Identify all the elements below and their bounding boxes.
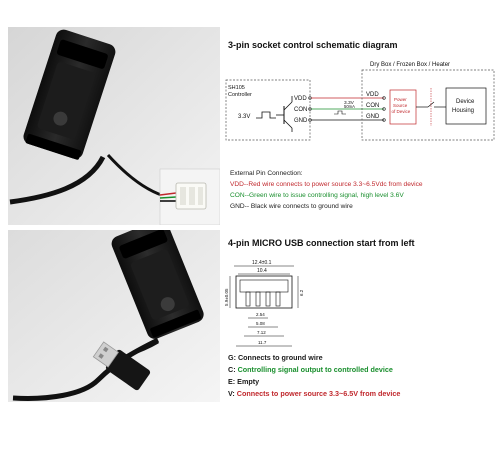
pin-legend-c-text: Controlling signal output to controlled … — [235, 365, 393, 374]
pin-legend-e-key: E: — [228, 377, 236, 386]
pin-legend-c: C: Controlling signal output to controll… — [228, 365, 393, 374]
device-housing-box — [445, 87, 487, 125]
product-photo-usb — [8, 230, 220, 402]
external-line-gnd-text: -- Black wire connects to ground wire — [244, 203, 353, 210]
external-line-con-key: CON — [230, 192, 245, 199]
external-heading: External Pin Connection: — [230, 170, 303, 177]
dim-top1: 12.4±0.1 — [252, 260, 272, 266]
controller-label-line2: Controller — [228, 92, 252, 98]
device-box-title: Dry Box / Frozen Box / Heater — [370, 62, 450, 68]
external-line-gnd: GND-- Black wire connects to ground wire — [230, 203, 353, 210]
dim-b2: 5.08 — [256, 321, 265, 326]
signal-label-line2: 50mA — [344, 104, 355, 109]
product-photo-usb-drawing — [8, 230, 220, 402]
schematic-diagram: SH105 Controller 3.3V VDD CON GND 3.3V 5… — [225, 62, 495, 141]
pin-legend-e-text: Empty — [235, 377, 260, 386]
controller-label-line1: SH105 — [228, 85, 245, 91]
usb-dimension-drawing: 12.4±0.1 10.4 5.9±0.05 6.2 2.54 5.08 7.1… — [224, 260, 304, 347]
pin-legend-v-text: Connects to power source 3.3~6.5V from d… — [234, 389, 401, 398]
usb-body-outline — [235, 275, 293, 309]
usb-title: 4-pin MICRO USB connection start from le… — [228, 238, 415, 248]
voltage-left-label: 3.3V — [238, 114, 250, 120]
bottom-panel: 4-pin MICRO USB connection start from le… — [0, 230, 500, 405]
device-pin-gnd: GND — [366, 114, 380, 120]
power-source-line2: Source — [393, 103, 408, 108]
top-panel: 3-pin socket control schematic diagram S… — [0, 0, 500, 227]
external-line-gnd-key: GND — [230, 203, 245, 210]
external-line-vdd-text: --Red wire connects to power source 3.3~… — [243, 181, 423, 188]
pin-legend-v: V: Connects to power source 3.3~6.5V fro… — [228, 389, 400, 398]
dim-b1: 2.54 — [256, 312, 265, 317]
signal-label-line1: 3.3V — [344, 100, 355, 106]
device-housing-line1: Device — [456, 99, 475, 105]
product-photo-3pin — [8, 27, 220, 225]
dim-top2: 10.4 — [257, 268, 267, 274]
pin-legend-e: E: Empty — [228, 377, 259, 386]
pin-legend-g-key: G: — [228, 353, 236, 362]
controller-pin-vdd: VDD — [294, 96, 307, 102]
pin-legend-c-key: C: — [228, 365, 236, 374]
device-pin-con: CON — [366, 103, 379, 109]
power-source-line1: Power — [394, 97, 407, 102]
product-photo-3pin-drawing — [8, 27, 220, 225]
power-source-line3: of Device — [392, 109, 411, 114]
external-line-con: CON--Green wire to issue controlling sig… — [230, 192, 404, 199]
pin-legend-g-text: Connects to ground wire — [235, 353, 323, 362]
device-box — [361, 69, 495, 141]
dim-right: 6.2 — [299, 289, 304, 296]
controller-pin-con: CON — [294, 107, 307, 113]
dim-b4: 11.7 — [258, 340, 267, 345]
signal-pulse — [334, 110, 346, 115]
transistor-symbol — [276, 96, 293, 132]
pin-legend-v-key: V: — [228, 389, 235, 398]
controller-pin-gnd: GND — [294, 118, 308, 124]
dim-b3: 7.12 — [257, 330, 266, 335]
device-housing-line2: Housing — [452, 108, 474, 114]
external-line-vdd-key: VDD — [230, 181, 244, 188]
pulse-symbol — [256, 111, 276, 119]
dim-left: 5.9±0.05 — [224, 288, 229, 306]
device-pin-vdd: VDD — [366, 92, 379, 98]
external-line-con-text: --Green wire to issue controlling signal… — [244, 192, 404, 199]
pin-legend-g: G: Connects to ground wire — [228, 353, 323, 362]
external-line-vdd: VDD--Red wire connects to power source 3… — [230, 181, 423, 188]
schematic-title: 3-pin socket control schematic diagram — [228, 40, 398, 50]
